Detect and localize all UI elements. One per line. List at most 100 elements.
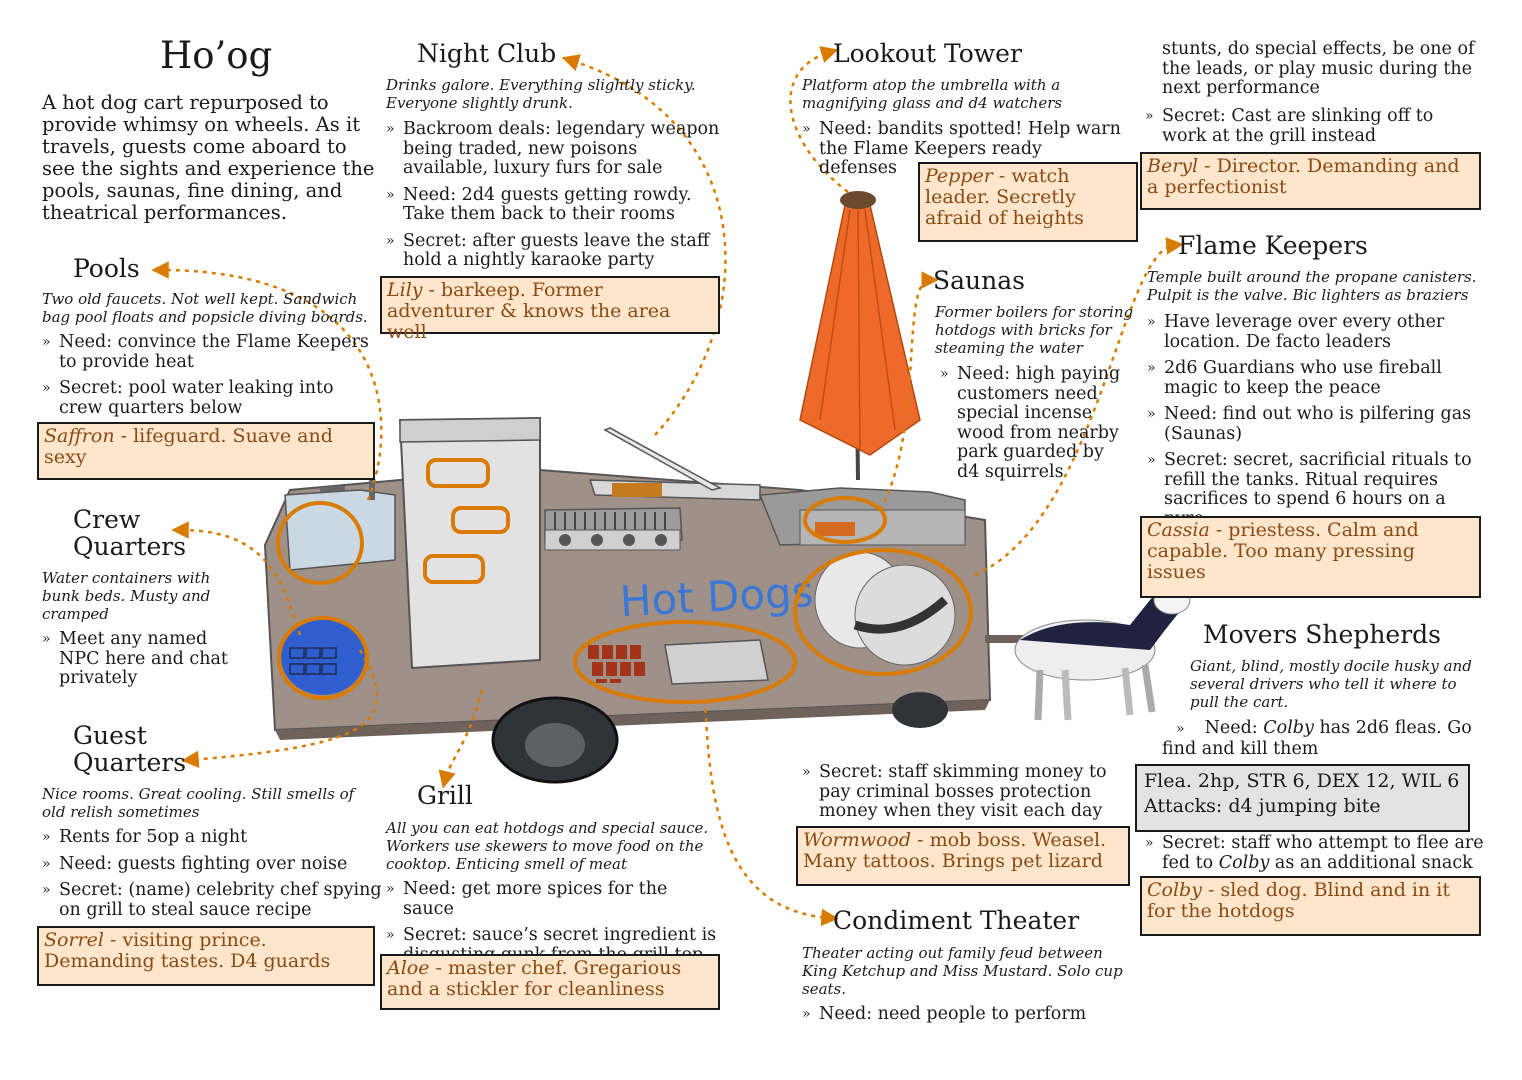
burners (758, 487, 966, 546)
list-item: Secret: after guests leave the staff hol… (386, 231, 721, 271)
flea-stat-block: Flea. 2hp, STR 6, DEX 12, WIL 6 Attacks:… (1135, 764, 1470, 832)
stage-tray (664, 639, 769, 685)
crew-desc: Water containers with bunk beds. Musty a… (42, 569, 211, 623)
npc-card-aloe: Aloe - master chef. Gregarious and a sti… (380, 954, 720, 1010)
pools-desc: Two old faucets. Not well kept. Sandwich… (42, 290, 368, 326)
npc-text: - master chef. Gregarious and a stickler… (387, 957, 682, 1000)
list-item: Need: high paying customers need special… (940, 364, 1125, 482)
npc-text: - lifeguard. Suave and sexy (44, 425, 333, 468)
nightclub-heading: Night Club (417, 39, 557, 68)
movers-need: »Need: Colby has 2d6 fleas. Go find and … (1162, 718, 1472, 759)
npc-name: Colby (1147, 879, 1202, 901)
list-item: Need: 2d4 guests getting rowdy. Take the… (386, 185, 721, 225)
npc-text: - barkeep. Former adventurer & knows the… (387, 279, 671, 343)
crew-heading-1: Crew (73, 505, 141, 534)
npc-text: - Director. Demanding and a perfectionis… (1147, 155, 1460, 198)
flame-list: Have leverage over every other location.… (1147, 312, 1482, 536)
list-item: Backroom deals: legendary weapon being t… (386, 119, 721, 179)
condiment-top-list: Secret: staff skimming money to pay crim… (802, 762, 1137, 829)
flea-stats: Flea. 2hp, STR 6, DEX 12, WIL 6 (1144, 770, 1460, 792)
movers-secret: »Secret: staff who attempt to flee are f… (1145, 833, 1484, 873)
list-item: Rents for 5op a night (42, 827, 382, 848)
flea-attacks: Attacks: d4 jumping bite (1144, 795, 1381, 817)
guest-heading-1: Guest (73, 721, 147, 750)
npc-card-sorrel: Sorrel - visiting prince. Demanding tast… (37, 926, 375, 986)
saunas-desc: Former boilers for storing hotdogs with … (935, 303, 1134, 357)
list-item: Need: find out who is pilfering gas (Sau… (1147, 404, 1482, 444)
npc-card-lily: Lily - barkeep. Former adventurer & know… (380, 276, 720, 343)
wheel-front (491, 696, 619, 784)
theater-cont-text: stunts, do special effects, be one of th… (1162, 39, 1475, 98)
saunas-heading: Saunas (933, 266, 1025, 295)
list-item: Have leverage over every other location.… (1147, 312, 1482, 352)
npc-name: Sorrel (44, 929, 104, 951)
fridge (398, 416, 541, 670)
crew-quarters-tank (281, 619, 365, 695)
list-item: Secret: (name) celebrity chef spying on … (42, 880, 382, 920)
npc-text: - sled dog. Blind and in it for the hotd… (1147, 879, 1450, 922)
npc-name: Lily (387, 279, 423, 301)
guest-desc: Nice rooms. Great cooling. Still smells … (42, 785, 355, 821)
npc-name: Saffron (44, 425, 115, 447)
npc-card-saffron: Saffron - lifeguard. Suave and sexy (37, 422, 375, 480)
npc-name: Aloe (387, 957, 430, 979)
flame-heading: Flame Keepers (1178, 231, 1368, 260)
npc-name: Cassia (1147, 519, 1210, 541)
grill-top (544, 507, 683, 551)
npc-card-pepper: Pepper - watch leader. Secretly afraid o… (918, 162, 1138, 242)
umbrella (799, 191, 921, 481)
saunas-list: Need: high paying customers need special… (940, 364, 1125, 489)
list-item: 2d6 Guardians who use fireball magic to … (1147, 358, 1482, 398)
npc-name: Pepper (925, 165, 993, 187)
guest-heading-2: Quarters (73, 748, 187, 777)
lookout-list: Need: bandits spotted! Help warn the Fla… (802, 119, 1122, 186)
guest-list: Rents for 5op a night Need: guests fight… (42, 827, 382, 927)
lookout-desc: Platform atop the umbrella with a magnif… (802, 76, 1063, 112)
crew-list: Meet any named NPC here and chat private… (42, 629, 242, 696)
npc-text: - visiting prince. Demanding tastes. D4 … (44, 929, 331, 972)
grill-desc: All you can eat hotdogs and special sauc… (386, 819, 709, 873)
npc-text: - mob boss. Weasel. Many tattoos. Brings… (803, 829, 1107, 872)
list-item: Need: convince the Flame Keepers to prov… (42, 332, 377, 372)
nightclub-desc: Drinks galore. Everything slightly stick… (386, 76, 696, 112)
npc-card-colby: Colby - sled dog. Blind and in it for th… (1140, 876, 1481, 936)
list-item: Need: need people to perform (802, 1004, 1137, 1025)
flame-desc: Temple built around the propane canister… (1147, 268, 1477, 304)
intro-text: A hot dog cart repurposed to provide whi… (42, 91, 375, 224)
lookout-heading: Lookout Tower (833, 39, 1022, 68)
theater-cont-list: Secret: Cast are slinking off to work at… (1145, 106, 1480, 153)
list-item: Need: bandits spotted! Help warn the Fla… (802, 119, 1122, 179)
npc-text: - priestess. Calm and capable. Too many … (1147, 519, 1419, 583)
list-item: Need: guests fighting over noise (42, 854, 382, 875)
npc-card-cassia: Cassia - priestess. Calm and capable. To… (1140, 516, 1481, 598)
condiment-heading: Condiment Theater (833, 906, 1080, 935)
npc-card-wormwood: Wormwood - mob boss. Weasel. Many tattoo… (796, 826, 1130, 886)
list-item: Secret: secret, sacrificial rituals to r… (1147, 450, 1482, 529)
condiment-list: Need: need people to perform (802, 1004, 1137, 1032)
highlight-outlines (276, 458, 973, 704)
list-item: Need: get more spices for the sauce (386, 879, 721, 919)
npc-text: - watch leader. Secretly afraid of heigh… (925, 165, 1084, 229)
warmer (588, 427, 761, 501)
nightclub-list: Backroom deals: legendary weapon being t… (386, 119, 721, 278)
list-item: Secret: staff skimming money to pay crim… (802, 762, 1137, 822)
propane-tanks (814, 551, 956, 666)
npc-card-beryl: Beryl - Director. Demanding and a perfec… (1140, 152, 1481, 210)
husky (1014, 570, 1191, 721)
grill-heading: Grill (417, 781, 473, 810)
pools-list: Need: convince the Flame Keepers to prov… (42, 332, 377, 425)
npc-name: Beryl (1147, 155, 1199, 177)
list-item: Meet any named NPC here and chat private… (42, 629, 242, 689)
condiment-desc: Theater acting out family feud between K… (802, 944, 1123, 998)
solo-cups (588, 645, 645, 683)
list-item: Secret: Cast are slinking off to work at… (1145, 106, 1480, 146)
movers-heading: Movers Shepherds (1203, 620, 1442, 649)
npc-name: Wormwood (803, 829, 912, 851)
list-item: Secret: pool water leaking into crew qua… (42, 378, 377, 418)
cart-lettering: Hot Dogs (619, 567, 815, 626)
crew-heading-2: Quarters (73, 532, 187, 561)
movers-desc: Giant, blind, mostly docile husky and se… (1190, 657, 1472, 711)
wheel-back (892, 692, 948, 728)
page-title: Ho’og (160, 34, 273, 77)
